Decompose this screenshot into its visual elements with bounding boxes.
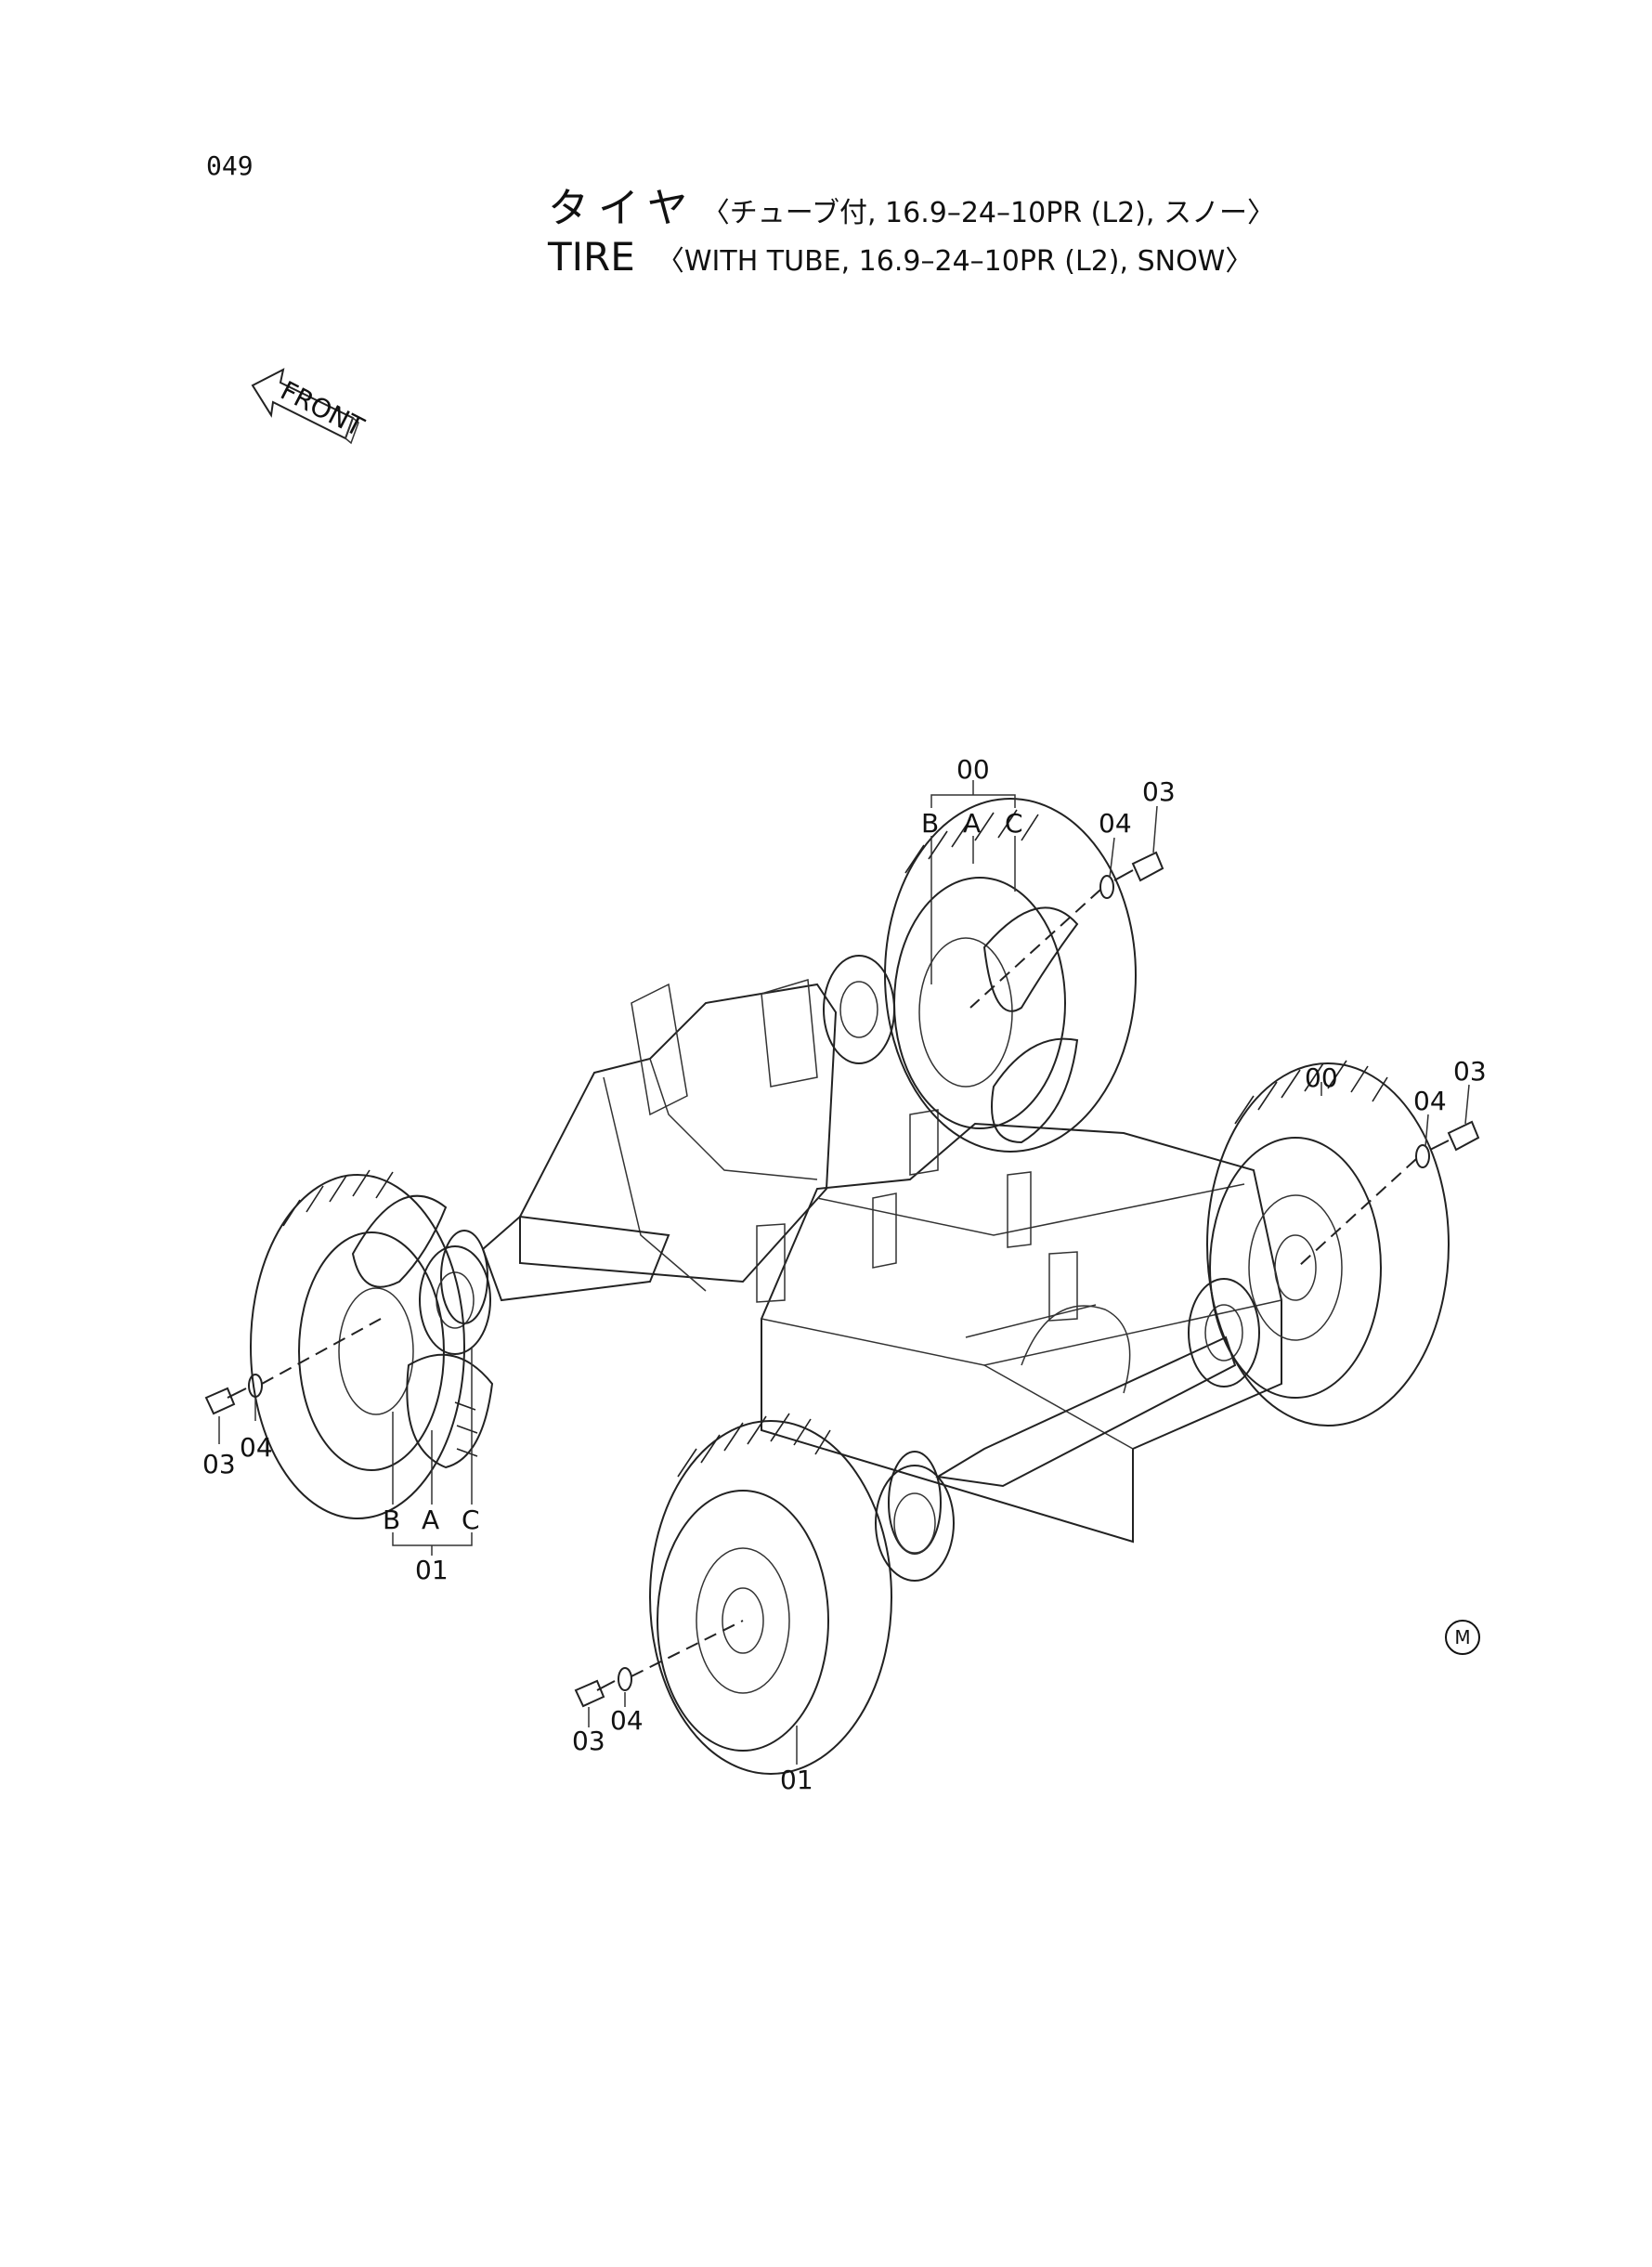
callout-04-left: 04 [240, 1432, 273, 1463]
callout-a-left: A [422, 1505, 439, 1535]
tire-assembly-00-right [1206, 1060, 1450, 1427]
washer-04-right [1415, 1144, 1430, 1168]
hub-flange-left-rear [875, 1465, 955, 1582]
corner-mark: M [1445, 1620, 1480, 1655]
leader-lines [218, 780, 1470, 1765]
bolt-03-bottom [574, 1679, 616, 1708]
callout-03-top: 03 [1142, 776, 1176, 807]
title-jp-sub: 〈チューブ付, 16.9–24–10PR (L2), スノー〉 [701, 197, 1275, 229]
callout-04-top: 04 [1099, 808, 1132, 839]
bolt-03-top [1113, 851, 1164, 882]
bolt-03-right [1429, 1120, 1480, 1152]
bolt-03-left [204, 1387, 247, 1415]
centerline-left [261, 1318, 382, 1385]
callout-c-top: C [1005, 808, 1023, 839]
hub-flange-right-rear [1188, 1278, 1260, 1388]
title-en-sub: 〈WITH TUBE, 16.9–24–10PR (L2), SNOW〉 [656, 245, 1254, 278]
centerline-bottom [631, 1620, 744, 1677]
callout-a-top: A [963, 808, 981, 839]
page-number: 049 [206, 150, 254, 181]
callout-01-bottom: 01 [780, 1765, 813, 1795]
tire-assembly-01-bottom [649, 1413, 892, 1775]
hub-flange-left-front [419, 1245, 491, 1355]
callout-b-top: B [921, 808, 939, 839]
title-english: TIRE 〈WITH TUBE, 16.9–24–10PR (L2), SNOW… [548, 234, 1253, 280]
callout-01-left: 01 [415, 1555, 449, 1585]
tire-assembly-00-top [884, 798, 1137, 1153]
centerline-right [1299, 1158, 1417, 1266]
callout-03-right: 03 [1453, 1056, 1487, 1087]
title-japanese: タイヤ 〈チューブ付, 16.9–24–10PR (L2), スノー〉 [548, 175, 1275, 234]
tire-assembly-01-left [250, 1169, 494, 1519]
washer-04-left [248, 1374, 263, 1398]
chassis-frame [519, 979, 1282, 1544]
callout-03-bottom: 03 [572, 1726, 605, 1756]
washer-04-bottom [618, 1667, 632, 1691]
front-axle [440, 1215, 670, 1324]
title-en-main: TIRE [548, 234, 635, 280]
callout-b-left: B [383, 1505, 400, 1535]
callout-c-left: C [462, 1505, 480, 1535]
washer-04-top [1099, 875, 1114, 899]
front-arrow-icon: FRONT [251, 368, 370, 445]
callout-00-right: 00 [1305, 1062, 1338, 1093]
callout-04-bottom: 04 [610, 1705, 644, 1736]
callout-04-right: 04 [1413, 1086, 1447, 1116]
callout-03-left: 03 [202, 1449, 236, 1479]
callout-00-top: 00 [956, 754, 990, 785]
front-arrow-label: FRONT [276, 375, 370, 443]
centerline-top [969, 889, 1101, 1009]
title-jp-main: タイヤ [548, 185, 697, 232]
